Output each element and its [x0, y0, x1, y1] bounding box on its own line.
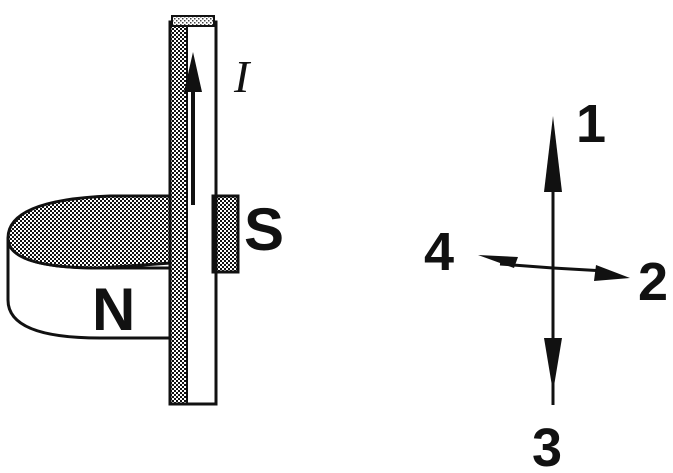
ring-magnet	[6, 194, 240, 340]
rod-shadow-side	[170, 22, 187, 404]
arrow-right-head	[594, 265, 630, 281]
arrow-left-head	[478, 255, 518, 268]
direction-cross	[478, 116, 630, 405]
direction-label-2: 2	[638, 252, 668, 312]
arrow-up-head	[544, 116, 562, 192]
magnet-top-face	[6, 194, 187, 270]
direction-label-3: 3	[532, 418, 562, 473]
direction-label-1: 1	[576, 94, 606, 154]
south-pole-label: S	[244, 196, 284, 263]
direction-label-4: 4	[424, 222, 454, 282]
current-arrow-head	[184, 52, 202, 92]
arrow-down-head	[544, 338, 562, 392]
rod-top-cap	[171, 15, 215, 27]
current-label: I	[233, 51, 252, 102]
north-pole-label: N	[92, 276, 135, 343]
conductor-rod	[168, 15, 218, 406]
